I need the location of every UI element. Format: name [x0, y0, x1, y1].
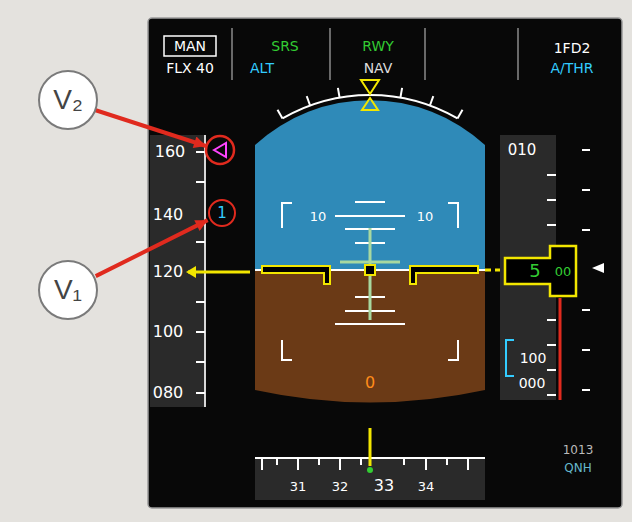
fma-box [164, 36, 216, 56]
display-label: 000 [519, 376, 546, 390]
display-label: 10 [417, 210, 434, 223]
vertical-speed-pointer [592, 263, 604, 273]
display-label: SRS [271, 39, 299, 53]
display-label: 100 [153, 324, 184, 340]
display-label: NAV [364, 61, 393, 75]
flight-director [340, 228, 400, 320]
ground-band [559, 298, 562, 400]
display-label: RWY [362, 39, 394, 53]
display-label: 1013 [563, 444, 594, 456]
display-label: 120 [153, 264, 184, 280]
altitude-bracket [506, 340, 514, 376]
lubber-line [369, 428, 372, 466]
display-label: 5 [529, 262, 540, 280]
callout-circle: V₂ [38, 70, 98, 130]
display-label: 10 [310, 210, 327, 223]
display-label: ALT [250, 61, 274, 75]
leader-arrow [95, 110, 206, 146]
display-label: 32 [332, 480, 349, 493]
speed-reference-line [188, 271, 250, 274]
display-label: A/THR [550, 61, 593, 75]
display-label: 160 [155, 144, 186, 160]
callout-text: V₂ [53, 86, 83, 114]
display-label: 100 [520, 351, 547, 365]
display-label: 080 [153, 385, 184, 401]
fma-separators [232, 28, 518, 80]
display-label: 140 [153, 207, 184, 223]
display-label: 1FD2 [554, 41, 591, 55]
callout-arrow [96, 220, 208, 276]
speed-reference-pointer [186, 266, 196, 278]
vertical-speed-scale [582, 150, 590, 390]
display-label: 31 [290, 480, 307, 493]
display-label: 34 [418, 480, 435, 493]
roll-index [361, 80, 379, 94]
callout-text: V₁ [54, 276, 82, 304]
callout-text: 1 [217, 206, 227, 221]
display-label: 010 [508, 143, 537, 158]
callout-circle: V₁ [38, 260, 98, 320]
display-label: QNH [564, 462, 591, 474]
display-label: FLX 40 [166, 61, 214, 75]
display-screen [148, 18, 622, 508]
attitude-brackets [282, 203, 458, 360]
display-label: 33 [374, 478, 394, 494]
altitude-readout-box [505, 246, 576, 296]
highlight-ring: 1 [208, 199, 236, 227]
display-label: 0 [365, 375, 375, 391]
pitch-ladder [335, 202, 405, 324]
bank-pointer [362, 98, 378, 110]
aircraft-symbol [262, 265, 478, 284]
track-diamond [367, 467, 373, 473]
display-label: 00 [555, 265, 572, 278]
display-label: MAN [174, 39, 206, 53]
highlight-ring [206, 136, 234, 164]
v2-triangle [214, 143, 226, 157]
heading-ticks [262, 458, 468, 470]
